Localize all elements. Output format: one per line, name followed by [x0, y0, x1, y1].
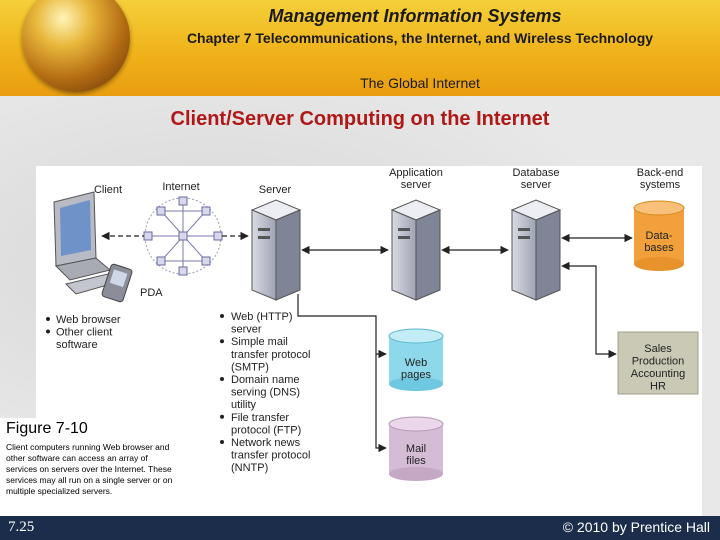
backend-system-item: Accounting [631, 368, 685, 380]
server-list-item-text: server [231, 324, 262, 336]
server-list-item-text: protocol (FTP) [231, 424, 301, 436]
backend-system-item: Sales [644, 343, 672, 355]
label-database-server-1: Database [512, 167, 559, 179]
server-list-item-text: (SMTP) [231, 361, 269, 373]
server-webpages-link [297, 294, 387, 359]
web-server-icon [250, 199, 302, 301]
server-list-item-text: serving (DNS) [231, 387, 300, 399]
client-list-item-text: Other client [56, 327, 112, 339]
client-list-item-text: Web browser [56, 314, 121, 326]
label-mail-files-1: Mail [406, 443, 426, 455]
client-list-bullet-1 [46, 329, 50, 334]
server-list-bullet-2 [220, 377, 224, 381]
label-pda: PDA [140, 287, 163, 299]
backend-systems-box [617, 331, 699, 395]
server-list-bullet-4 [220, 440, 224, 444]
mail-files-cylinder-icon [388, 416, 444, 481]
server-mailfiles-link [375, 354, 387, 453]
server-list-item-text: (NNTP) [231, 462, 268, 474]
db-backend-link [561, 261, 617, 359]
server-list-item-text: Web (HTTP) [231, 311, 293, 323]
label-databases-2: bases [644, 242, 674, 254]
copyright-notice: © 2010 by Prentice Hall [562, 519, 710, 535]
label-web-pages-2: pages [401, 369, 431, 381]
label-internet: Internet [162, 181, 199, 193]
server-list-bullet-1 [220, 339, 224, 344]
server-list-item-text: transfer protocol [231, 450, 310, 462]
database-server-icon [510, 199, 562, 301]
label-backend-2: systems [640, 179, 681, 191]
server-list-item-text: Network news [231, 437, 301, 449]
header-topic: The Global Internet [360, 75, 480, 91]
page-number: 7.25 [8, 519, 35, 535]
server-list-item-text: Simple mail [231, 336, 288, 348]
label-application-server-2: server [401, 179, 432, 191]
label-databases-1: Data- [646, 230, 673, 242]
figure-caption-box: Figure 7-10 Client computers running Web… [0, 418, 178, 516]
slide-header: Management Information Systems Chapter 7… [0, 0, 720, 96]
slide-title: Client/Server Computing on the Internet [170, 108, 550, 130]
label-client: Client [94, 184, 122, 196]
client-list-item-text: software [56, 339, 98, 351]
label-mail-files-2: files [406, 455, 426, 467]
figure-caption: Client computers running Web browser and… [6, 442, 173, 496]
client-list-bullet-0 [46, 317, 50, 321]
label-database-server-2: server [521, 179, 552, 191]
label-application-server-1: Application [389, 167, 443, 179]
label-server: Server [259, 184, 292, 196]
server-list-bullet-3 [220, 414, 224, 419]
figure-number: Figure 7-10 [6, 420, 88, 437]
backend-system-item: HR [650, 381, 666, 393]
header-subtitle: Chapter 7 Telecommunications, the Intern… [186, 30, 654, 46]
pda-icon [101, 263, 133, 303]
server-list-item-text: transfer protocol [231, 349, 310, 361]
internet-nodes [143, 196, 223, 276]
label-backend-1: Back-end [637, 167, 683, 179]
globe-logo [22, 0, 130, 92]
client-server-diagram: Client Internet Server Application serve… [36, 166, 702, 516]
backend-system-item: Production [632, 356, 685, 368]
server-list-bullet-0 [220, 314, 224, 318]
client-computer-icon [53, 191, 120, 295]
server-list-item-text: utility [231, 399, 257, 411]
databases-cylinder-icon [633, 200, 685, 271]
slide-footer: 7.25 © 2010 by Prentice Hall [0, 516, 720, 540]
server-list-item-text: Domain name [231, 374, 299, 386]
label-web-pages-1: Web [405, 357, 427, 369]
web-pages-cylinder-icon [388, 328, 444, 391]
header-title: Management Information Systems [268, 6, 562, 26]
application-server-icon [390, 199, 442, 301]
server-list-item-text: File transfer [231, 412, 289, 424]
